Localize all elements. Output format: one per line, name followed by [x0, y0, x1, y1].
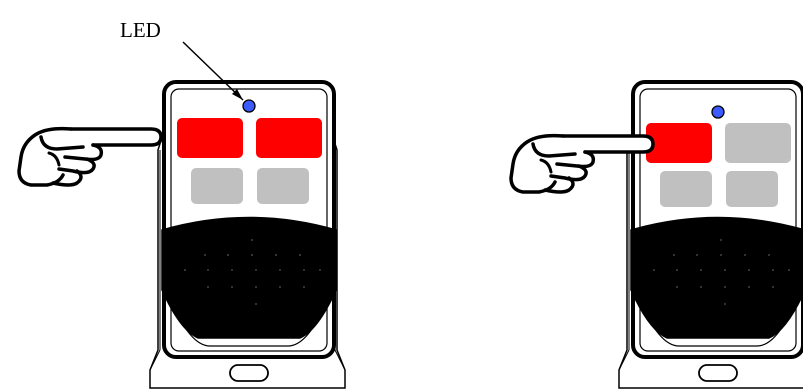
- speaker-grille: [184, 239, 321, 305]
- led-indicator: [242, 99, 256, 113]
- remote-right: [617, 80, 803, 390]
- button-top-right[interactable]: [725, 123, 791, 163]
- led-indicator: [711, 105, 725, 119]
- speaker-grille: [653, 239, 790, 305]
- button-top-left[interactable]: [177, 118, 243, 158]
- pointing-hand-icon: [17, 126, 163, 187]
- led-pointer-line: [182, 41, 244, 101]
- button-bottom-left[interactable]: [191, 168, 243, 204]
- button-top-right[interactable]: [256, 118, 322, 158]
- led-pointer-arrowhead: [232, 89, 243, 100]
- led-label: LED: [120, 18, 161, 42]
- button-bottom-right[interactable]: [257, 168, 309, 204]
- button-bottom-right[interactable]: [726, 171, 778, 207]
- button-top-left[interactable]: [646, 123, 712, 163]
- button-bottom-left[interactable]: [660, 171, 712, 207]
- remote-left: LED: [120, 18, 347, 390]
